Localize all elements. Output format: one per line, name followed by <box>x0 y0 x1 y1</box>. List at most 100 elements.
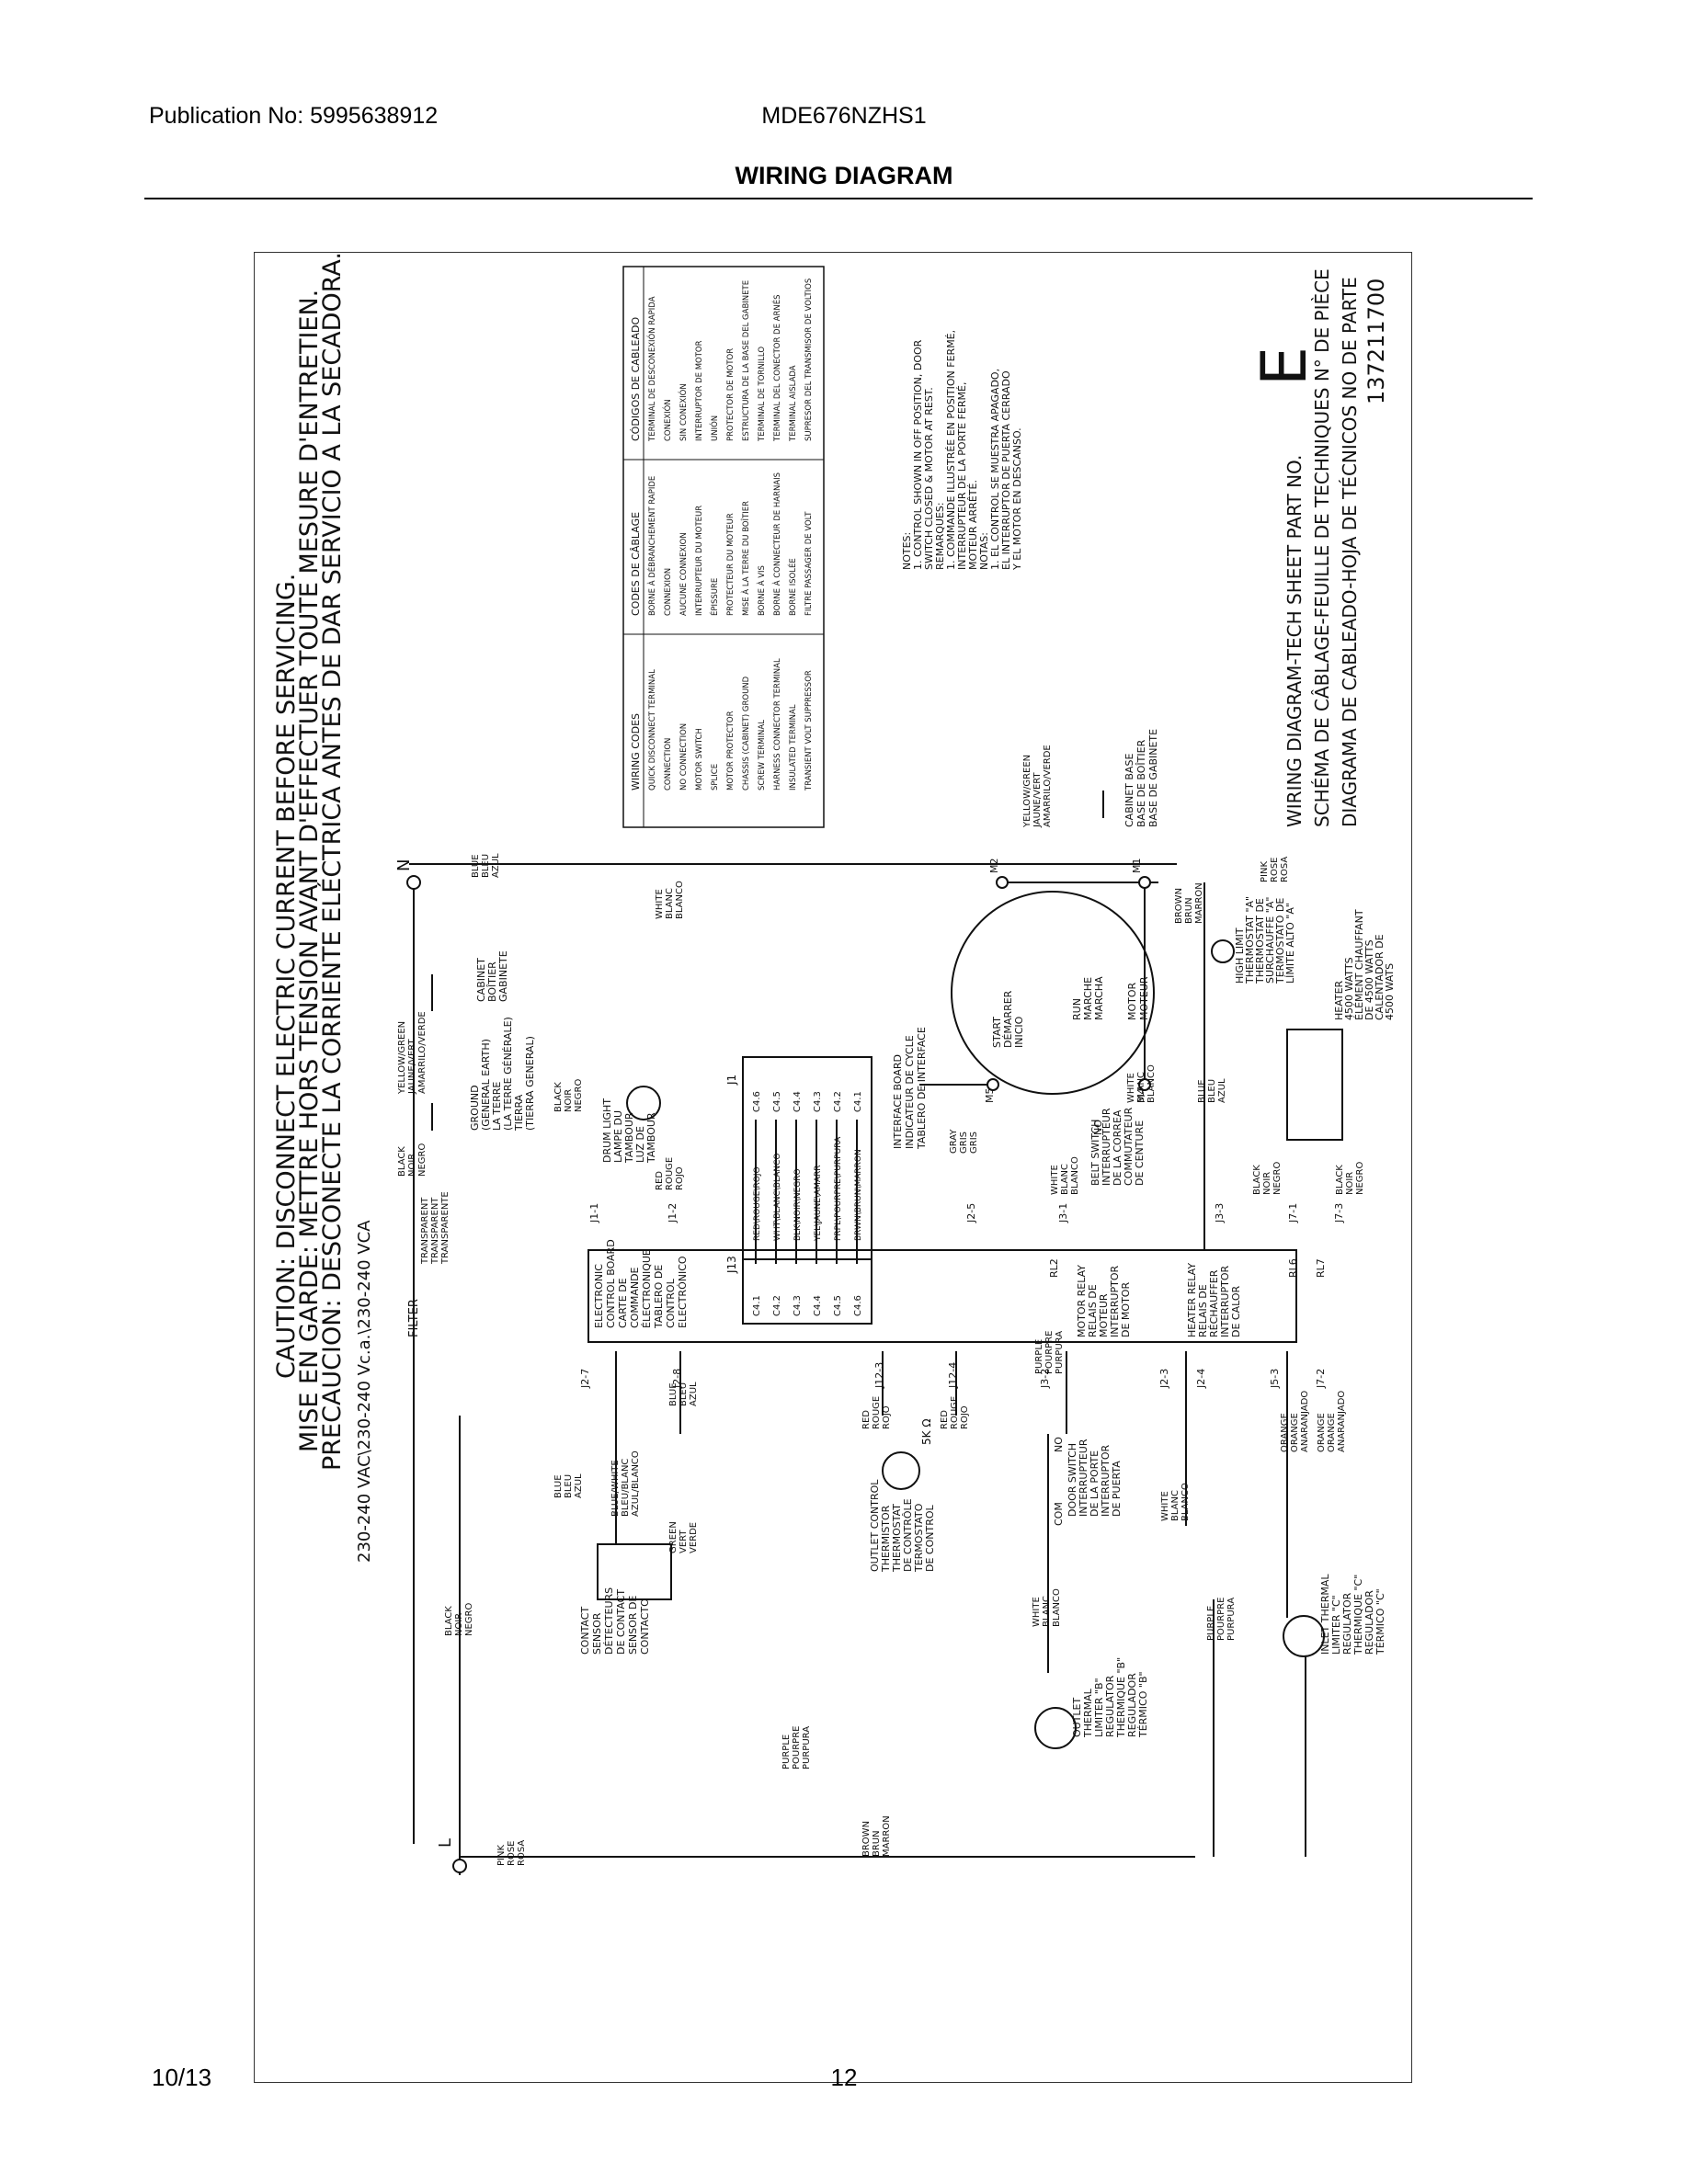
wire-black-l-line-2: NEGRO <box>464 1603 474 1636</box>
cabinet-label-line-2: GABINETE <box>497 950 509 1002</box>
inlet-limiter-label-line-0: INLET THERMAL <box>1319 1574 1331 1655</box>
drum-light-label-line-2: TAMBOUR <box>623 1112 635 1164</box>
model-number: MDE676NZHS1 <box>761 103 927 129</box>
legend-code-en-9: INSULATED TERMINAL <box>789 704 798 791</box>
wire-blue-white-line-2: AZUL/BLANCO <box>631 1450 641 1517</box>
wire-purple-l-line-1: POURPRE <box>792 1726 802 1769</box>
door-switch-label-line-3: INTERRUPTOR <box>1100 1445 1112 1517</box>
wire-transparent-line-0: TRANSPARENT <box>420 1197 430 1265</box>
wire-orange-j53-line-1: ORANGE <box>1290 1413 1300 1452</box>
start-label-line-2: INICIO <box>1013 1016 1025 1048</box>
wire-white-j23-line-2: BLANCO <box>1180 1483 1191 1521</box>
voltage-label: 230-240 VAC\230-240 Vc.a.\230-240 VCA <box>355 1220 374 1563</box>
wire-brown-motor-line-0: BROWN <box>1174 888 1184 924</box>
wire-black-j33-line-1: NOIR <box>1262 1172 1272 1195</box>
run-label-line-0: RUN <box>1071 998 1083 1020</box>
legend-code-en-5: MOTOR PROTECTOR <box>726 711 736 791</box>
heater-label-line-5: 4500 WATS <box>1384 963 1396 1020</box>
j13-pin-1: C4.2 <box>772 1295 782 1316</box>
wire-red-j124-line-2: ROJO <box>960 1405 970 1429</box>
interface-board-label-line-1: INDICATEUR DE CYCLE <box>904 1035 916 1149</box>
part-letter: E <box>1249 347 1321 386</box>
wire-black-j33-line-2: NEGRO <box>1272 1162 1283 1195</box>
control-board-label-line-0: ELECTRONIC <box>593 1264 605 1328</box>
wire-orange-j53-line-0: ORANGE <box>1280 1413 1290 1452</box>
door-switch-no-label: NO <box>1053 1437 1065 1452</box>
harness-wire-5: BRWN\BRUN\MARRON <box>854 1149 863 1241</box>
ground-label-line-4: TIERRA <box>513 1094 525 1132</box>
wire-gray-line-0: GRAY <box>949 1129 959 1154</box>
note-line-10: Y EL MOTOR EN DESCANSO. <box>1011 427 1023 571</box>
wire-black-j73-line-0: BLACK <box>1335 1165 1345 1195</box>
j1-pin-3: C4.3 <box>813 1091 823 1112</box>
wire-pink-heater-line-0: PINK <box>1260 861 1270 882</box>
outlet-thermistor-label-line-3: DE CONTRÔLE <box>902 1498 914 1572</box>
wire-red-j124-line-0: RED <box>940 1410 950 1429</box>
cabinet-base-label-line-1: BASE DE BOÎTIER <box>1135 739 1147 827</box>
ground-label-line-2: LA TERRE <box>491 1082 503 1131</box>
motor-relay-label-line-4: DE MOTOR <box>1120 1282 1132 1337</box>
top-pin-5: J7-1 <box>1287 1203 1299 1223</box>
wire-purple-j32-line-2: PURPURA <box>1055 1331 1065 1374</box>
header-rule <box>144 198 1533 199</box>
j13-pin-4: C4.5 <box>833 1295 843 1316</box>
top-pin-4: J3-3 <box>1214 1203 1226 1223</box>
door-switch-com-label: COM <box>1053 1502 1065 1526</box>
outlet-thermistor-label-line-1: THERMISTOR <box>880 1505 892 1573</box>
wire-pink-heater-line-1: ROSE <box>1270 858 1280 883</box>
contact-sensor-label-line-1: SENSOR <box>591 1612 603 1655</box>
top-pin-3: J3-1 <box>1057 1203 1069 1223</box>
interface-board-label-line-2: TABLERO DE INTERFACE <box>916 1027 928 1150</box>
wire-yellow-green-cabinet-line-2: AMARRILO/VERDE <box>417 1011 428 1094</box>
interface-board-label-line-0: INTERFACE BOARD <box>892 1054 904 1149</box>
legend-code-en-1: CONNECTION <box>664 738 673 791</box>
control-board-label-line-6: CONTROL <box>665 1278 677 1328</box>
note-line-7: NOTAS: <box>978 532 990 570</box>
outlet-limiter-label-line-0: OUTLET <box>1071 1697 1083 1737</box>
bottom-pin-1: J2-8 <box>671 1369 683 1389</box>
outlet-limiter-label-line-6: TÉRMICO "B" <box>1137 1671 1149 1738</box>
motor-relay-label-line-1: RELAIS DE <box>1087 1284 1099 1337</box>
motor-pin-0: M1 <box>1131 859 1143 874</box>
bottom-pin-3: J12-4 <box>947 1362 959 1389</box>
bottom-pin-2: J12-3 <box>873 1362 885 1389</box>
drum-light-label-line-1: LAMPE DU <box>612 1110 624 1163</box>
drum-light-bulb <box>626 1086 661 1120</box>
tech-sheet-en: WIRING DIAGRAM-TECH SHEET PART NO. <box>1283 455 1306 827</box>
wire-yellow-green-cabinet-line-0: YELLOW/GREEN <box>397 1021 407 1095</box>
wire-blue-n-line-1: BLEU <box>481 854 491 878</box>
control-board-label-line-4: ÉLECTRONIQUE <box>641 1249 653 1328</box>
contact-sensor-outline <box>597 1543 672 1600</box>
door-switch-label-line-0: DOOR SWITCH <box>1066 1443 1078 1517</box>
caution-fr: MISE EN GARDE: METTRE HORS TENSION AVANT… <box>295 290 324 1452</box>
wire-red-j123-line-0: RED <box>861 1410 872 1429</box>
wire-purple-l-line-2: PURPURA <box>802 1726 812 1769</box>
part-number: 137211700 <box>1363 279 1389 404</box>
j1-pin-5: C4.1 <box>853 1091 863 1112</box>
legend-header-es: CÓDIGOS DE CABLEADO <box>630 317 642 441</box>
wire-white-j31-line-1: BLANC <box>1060 1164 1070 1195</box>
thermistor-value-label: 5K Ω <box>920 1419 933 1446</box>
wire-blue-heater-line-1: BLEU <box>1207 1079 1217 1103</box>
wire-white-m4-line-0: WHITE <box>1126 1073 1136 1103</box>
wire-gray-line-2: GRIS <box>969 1132 979 1154</box>
motor-outline <box>951 891 1155 1095</box>
wire-white-j31-line-2: BLANCO <box>1070 1156 1080 1195</box>
diagram-frame <box>254 252 1412 2083</box>
legend-code-fr-3: INTERRUPTEUR DU MOTEUR <box>695 506 704 616</box>
wire-black-j73-line-1: NOIR <box>1345 1172 1355 1195</box>
legend-code-es-8: TERMINAL DEL CONECTOR DE ARNÉS <box>771 294 782 442</box>
wire-black-l-line-1: NOIR <box>454 1613 464 1636</box>
outlet-thermistor-label-line-5: DE CONTROL <box>924 1504 936 1572</box>
legend-code-en-0: QUICK DISCONNECT TERMINAL <box>648 669 657 791</box>
outlet-limiter-symbol <box>1034 1707 1077 1749</box>
j1-pin-4: C4.2 <box>833 1091 843 1112</box>
wire-blue-white-line-0: BLUE/WHITE <box>610 1460 621 1517</box>
high-limit-label-line-4: TERMOSTATO DE <box>1274 898 1286 984</box>
top-pin-1: J1-2 <box>667 1203 679 1223</box>
wire-green-sensor-line-1: VERT <box>679 1530 689 1553</box>
outlet-thermistor-label-line-4: TERMOSTATO <box>913 1503 925 1573</box>
ground-label-line-0: GROUND <box>469 1085 481 1131</box>
wire-red-light-line-1: ROUGE <box>665 1157 675 1190</box>
